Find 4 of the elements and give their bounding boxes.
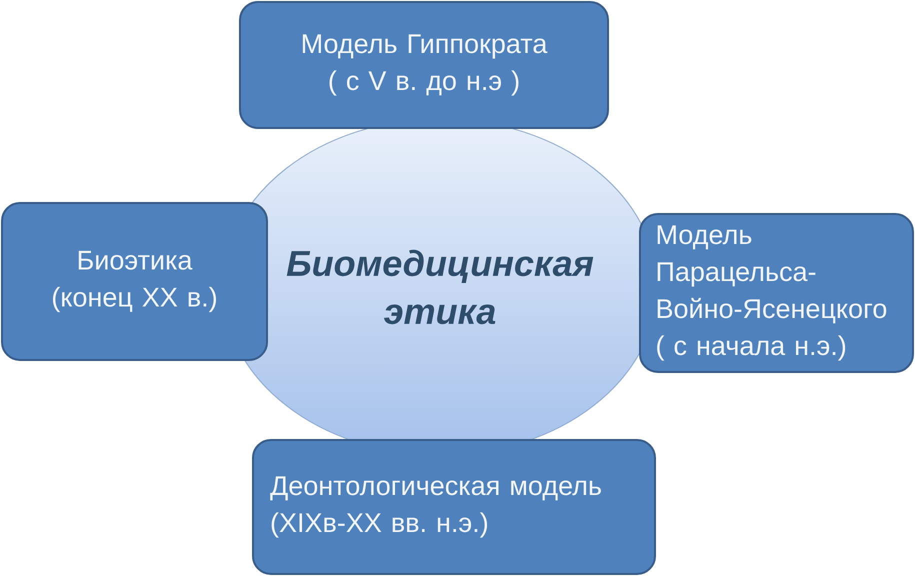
rounded-box: Деонтологическая модель (XIXв-XX вв. н.э.) <box>252 438 656 575</box>
rounded-box: Биоэтика (конец XX в.) <box>1 202 268 361</box>
rounded-box: Модель Парацельса-Войно-Ясенецкого ( с начала н.э.) <box>639 212 914 373</box>
rounded-box: Модель Гиппократа ( с V в. до н.э ) <box>239 1 609 129</box>
